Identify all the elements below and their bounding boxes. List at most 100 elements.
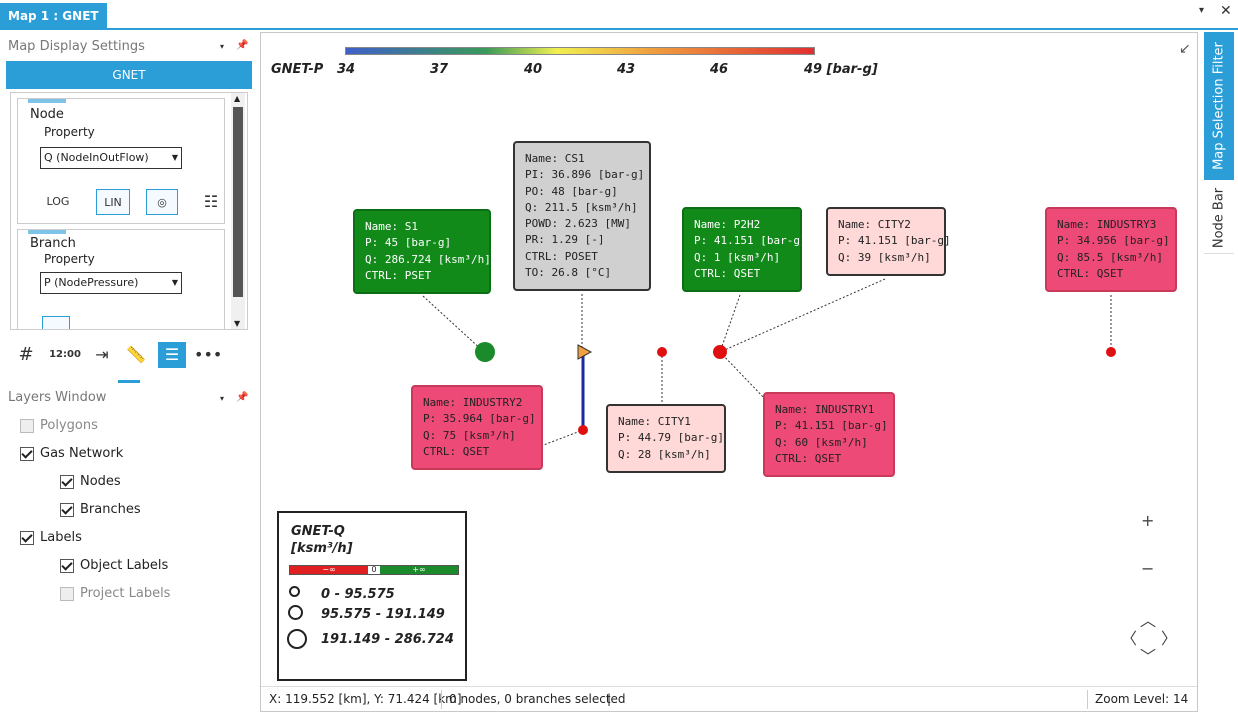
tab-node-bar[interactable]: Node Bar [1204,182,1234,254]
branches-checkbox[interactable] [60,502,74,517]
settings-scrollbar[interactable]: ▲ ▼ [231,93,245,329]
scrollbar-thumb[interactable] [233,107,243,297]
layer-project-labels[interactable]: Project Labels [60,584,170,604]
scale-tick: 49 [bar-g] [804,62,878,77]
more-icon[interactable]: ••• [194,345,223,364]
tab-map-selection-filter[interactable]: Map Selection Filter [1204,32,1234,180]
log-button[interactable]: LOG [46,195,70,208]
label-line: P: 45 [bar-g] [365,236,452,250]
project-labels-checkbox[interactable] [60,586,74,601]
layer-object-labels[interactable]: Object Labels [60,556,168,576]
label-cs1[interactable]: Name: CS1 PI: 36.896 [bar-g] PO: 48 [bar… [513,141,651,292]
layer-label: Polygons [40,418,98,433]
grid-icon[interactable]: # [18,344,34,365]
label-s1[interactable]: Name: S1 P: 45 [bar-g] Q: 286.724 [ksm³/… [353,209,491,295]
label-city1[interactable]: Name: CITY1 P: 44.79 [bar-g] Q: 28 [ksm³… [606,404,726,473]
branch-property-value: P (NodePressure) [44,276,139,289]
ruler-icon[interactable]: 📏 [126,345,146,364]
width-icon[interactable] [42,316,70,329]
branch-property-select[interactable]: P (NodePressure) ▼ [40,272,182,294]
zoom-out-icon[interactable]: − [1141,559,1155,578]
legend-list-icon[interactable]: ☷ [203,192,219,211]
selection-status: 0 nodes, 0 branches selected [449,692,626,706]
label-line: P: 44.79 [bar-g] [618,431,724,445]
pan-right-icon[interactable]: 〉 [1161,629,1178,648]
label-line: CTRL: PSET [365,268,432,282]
scale-tick: 37 [430,62,449,77]
legend-range: 95.575 - 191.149 [321,607,445,622]
layer-gas-network[interactable]: Gas Network [20,444,123,464]
node-industry3[interactable] [1106,347,1116,357]
status-bar: X: 119.552 [km], Y: 71.424 [km] 0 nodes,… [261,686,1197,711]
pressure-scale-title: GNET-P [271,62,324,77]
tab-map1[interactable]: Map 1 : GNET [0,3,107,30]
node-p2h2[interactable] [713,345,727,359]
label-industry2[interactable]: Name: INDUSTRY2 P: 35.964 [bar-g] Q: 75 … [411,385,543,471]
tab-gnet[interactable]: GNET [6,61,252,89]
layers-dropdown-icon[interactable]: ▾ [220,394,225,403]
layer-labels[interactable]: Labels [20,528,82,548]
legend-circle-large [287,629,307,649]
nodes-checkbox[interactable] [60,474,74,489]
label-industry1[interactable]: Name: INDUSTRY1 P: 41.151 [bar-g] Q: 60 … [763,392,895,478]
node-s1[interactable] [475,342,495,362]
layer-label: Branches [80,502,141,517]
splitter-handle[interactable] [118,380,140,383]
window-menu-icon[interactable]: ▾ [1199,5,1205,16]
label-line: CTRL: QSET [1057,266,1124,280]
label-line: CTRL: POSET [525,249,598,263]
close-icon[interactable]: ✕ [1220,3,1232,19]
status-divider [441,690,442,709]
document-tab-bar: Map 1 : GNET ▾ ✕ [0,0,1238,30]
label-p2h2[interactable]: Name: P2H2 P: 41.151 [bar-g] Q: 1 [ksm³/… [682,207,807,293]
zoom-in-icon[interactable]: + [1141,511,1155,530]
label-line: POWD: 2.623 [MW] [525,217,631,231]
scroll-down-icon[interactable]: ▼ [234,319,241,328]
cursor-coordinates: X: 119.552 [km], Y: 71.424 [km] [269,692,462,706]
label-industry3[interactable]: Name: INDUSTRY3 P: 34.956 [bar-g] Q: 85.… [1045,207,1177,293]
label-line: Name: INDUSTRY1 [775,403,875,416]
map-canvas[interactable]: GNET-P 34 37 40 43 46 49 [bar-g] ↙ [260,32,1198,712]
layer-branches[interactable]: Branches [60,500,141,520]
node-section-title: Node [30,107,64,122]
legend-unit: [ksm³/h] [291,541,353,556]
label-line: Name: CITY1 [618,415,691,428]
legend-color-bar: −∞ 0 +∞ [289,565,459,575]
legend-title-line: GNET-Q [291,524,345,539]
pan-down-icon[interactable]: ﹀ [1140,647,1157,666]
pin-icon[interactable]: 📌 [236,40,249,51]
label-line: Q: 286.724 [ksm³/h] [365,252,491,266]
branch-section-title: Branch [30,236,76,251]
panel-splitter[interactable] [0,380,258,384]
layer-polygons[interactable]: Polygons [20,416,98,436]
circles-icon[interactable]: ◎ [146,189,178,215]
label-line: Name: CITY2 [838,218,911,231]
legend-circle-medium [288,605,303,620]
legend-range: 191.149 - 286.724 [321,632,454,647]
legend-icon[interactable]: ☰ [158,342,186,368]
time-button[interactable]: 12:00 [49,349,81,360]
pin-icon[interactable]: 📌 [236,392,249,403]
label-city2[interactable]: Name: CITY2 P: 41.151 [bar-g] Q: 39 [ksm… [826,207,951,276]
flow-direction-icon[interactable]: ⇥ [95,345,109,364]
node-industry2[interactable] [578,425,588,435]
pan-left-icon[interactable]: 〈 [1121,629,1138,648]
node-property-select[interactable]: Q (NodeInOutFlow) ▼ [40,147,182,169]
lin-button[interactable]: LIN [96,189,130,215]
object-labels-checkbox[interactable] [60,558,74,573]
map-toolbar: # 12:00 ⇥ 📏 ☰ ••• [8,336,254,370]
tab-label: Map Selection Filter [1211,42,1227,170]
layer-nodes[interactable]: Nodes [60,472,121,492]
scroll-up-icon[interactable]: ▲ [234,94,241,103]
collapse-icon[interactable]: ↙ [1179,41,1191,57]
settings-dropdown-icon[interactable]: ▾ [220,42,225,51]
labels-checkbox[interactable] [20,530,34,545]
node-city1[interactable] [657,347,667,357]
node-cs1[interactable] [577,344,593,360]
node-property-value: Q (NodeInOutFlow) [44,151,149,164]
label-line: Q: 60 [ksm³/h] [775,435,868,449]
pan-up-icon[interactable]: ︿ [1140,611,1157,630]
polygons-checkbox[interactable] [20,418,34,433]
gas-network-checkbox[interactable] [20,446,34,461]
